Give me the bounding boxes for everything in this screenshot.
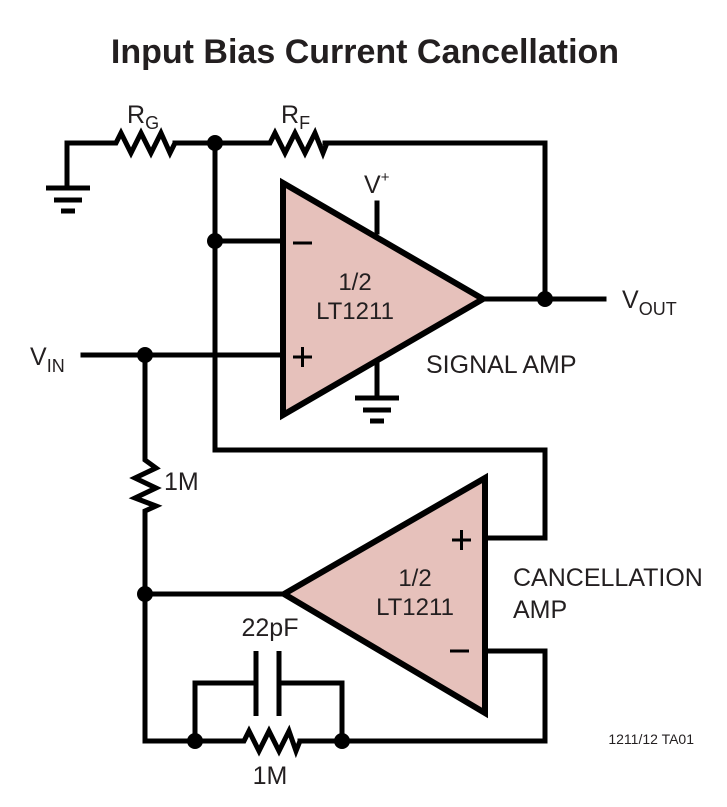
resistor-rf — [265, 126, 330, 160]
diagram-title: Input Bias Current Cancellation — [111, 33, 619, 71]
vplus-label: V+ — [364, 169, 390, 199]
resistor-1m-vin-label: 1M — [164, 468, 199, 496]
wire-ground-to-rg — [64, 140, 113, 191]
junction-dot — [537, 291, 553, 307]
wire-cap-right — [276, 680, 345, 744]
resistor-1m-feedback — [240, 724, 303, 759]
junctions — [137, 135, 553, 749]
vout-label: VOUT — [622, 286, 677, 319]
cancellation-amp-triangle — [278, 472, 488, 719]
signal-amp: 1/2 LT1211 — [280, 177, 489, 421]
junction-dot — [207, 233, 223, 249]
signal-amp-part-line1: 1/2 — [338, 269, 371, 296]
junction-dot — [207, 135, 223, 151]
signal-amp-triangle — [280, 177, 489, 421]
wire-rf-to-output — [322, 140, 548, 302]
wire-1m-to-bottom — [142, 512, 198, 744]
capacitor-label: 22pF — [242, 614, 299, 642]
rf-label: RF — [281, 101, 310, 133]
junction-dot — [334, 733, 350, 749]
vin-label: VIN — [30, 343, 65, 376]
resistor-rg — [110, 127, 178, 159]
junction-dot — [187, 733, 203, 749]
signal-amp-part-line2: LT1211 — [316, 298, 394, 325]
cancellation-amp: 1/2 LT1211 — [278, 472, 488, 719]
ground-icon — [46, 185, 90, 214]
signal-amp-label: SIGNAL AMP — [426, 351, 577, 379]
wire-cap-left — [192, 680, 259, 744]
resistor-1m-vin — [128, 455, 163, 515]
junction-dot — [137, 586, 153, 602]
resistor-1m-feedback-label: 1M — [253, 762, 288, 790]
cancellation-amp-part-line1: 1/2 — [398, 565, 431, 592]
cancellation-amp-label-line2: AMP — [513, 596, 567, 624]
junction-dot — [137, 347, 153, 363]
capacitor-22pf — [253, 651, 282, 716]
cancellation-amp-label-line1: CANCELLATION — [513, 564, 703, 592]
wire-inverting-node-to-cancel-plus — [212, 140, 548, 541]
cancellation-amp-part-line2: LT1211 — [376, 594, 454, 621]
wire-bottom-right — [297, 648, 548, 744]
rg-label: RG — [127, 101, 159, 133]
ground-icon — [355, 395, 399, 424]
figure-id: 1211/12 TA01 — [608, 731, 694, 747]
